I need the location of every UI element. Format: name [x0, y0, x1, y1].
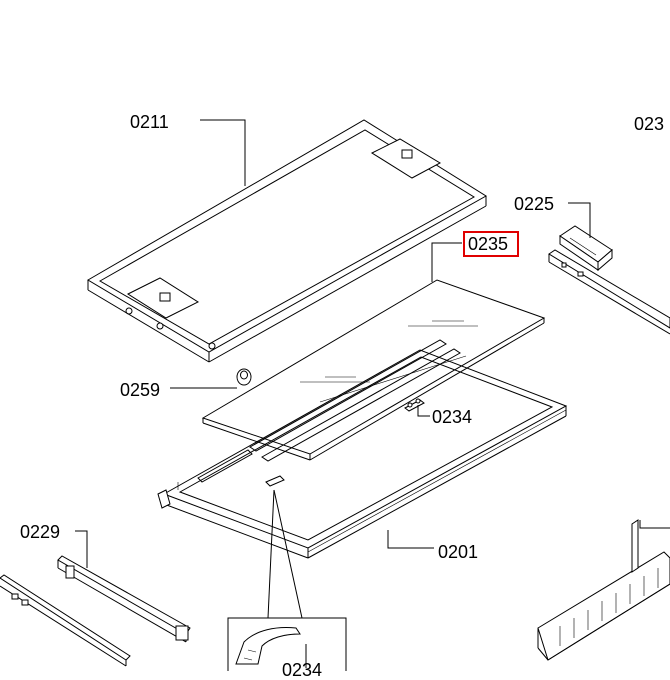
part-label-0201: 0201 [438, 542, 479, 562]
leader-lines [75, 119, 670, 668]
part-label-0225: 0225 [514, 194, 555, 214]
part-0234-clip [404, 398, 425, 412]
detail-inset-0234 [227, 489, 347, 671]
part-0259-knob [236, 368, 252, 386]
part-label-0229: 0229 [20, 522, 61, 542]
part-label-0235: 0235 [468, 234, 509, 254]
part-lower-right-comb [537, 519, 670, 661]
part-right-rail [548, 249, 670, 335]
part-0225-bracket [559, 225, 613, 272]
part-lower-left-rail [0, 574, 131, 667]
part-0211-frame [87, 119, 487, 363]
part-0229-left-rail [57, 555, 191, 643]
part-0201-shelf-frame [157, 339, 568, 559]
part-label-0259: 0259 [120, 380, 161, 400]
part-label-023-clipped: 023 [634, 114, 665, 134]
highlight-box-0235 [463, 231, 519, 257]
part-0235-glass-plate [201, 279, 546, 461]
part-label-0234: 0234 [432, 407, 473, 427]
part-label-0211: 0211 [130, 112, 169, 132]
part-label-0234-detail: 0234 [282, 660, 323, 680]
